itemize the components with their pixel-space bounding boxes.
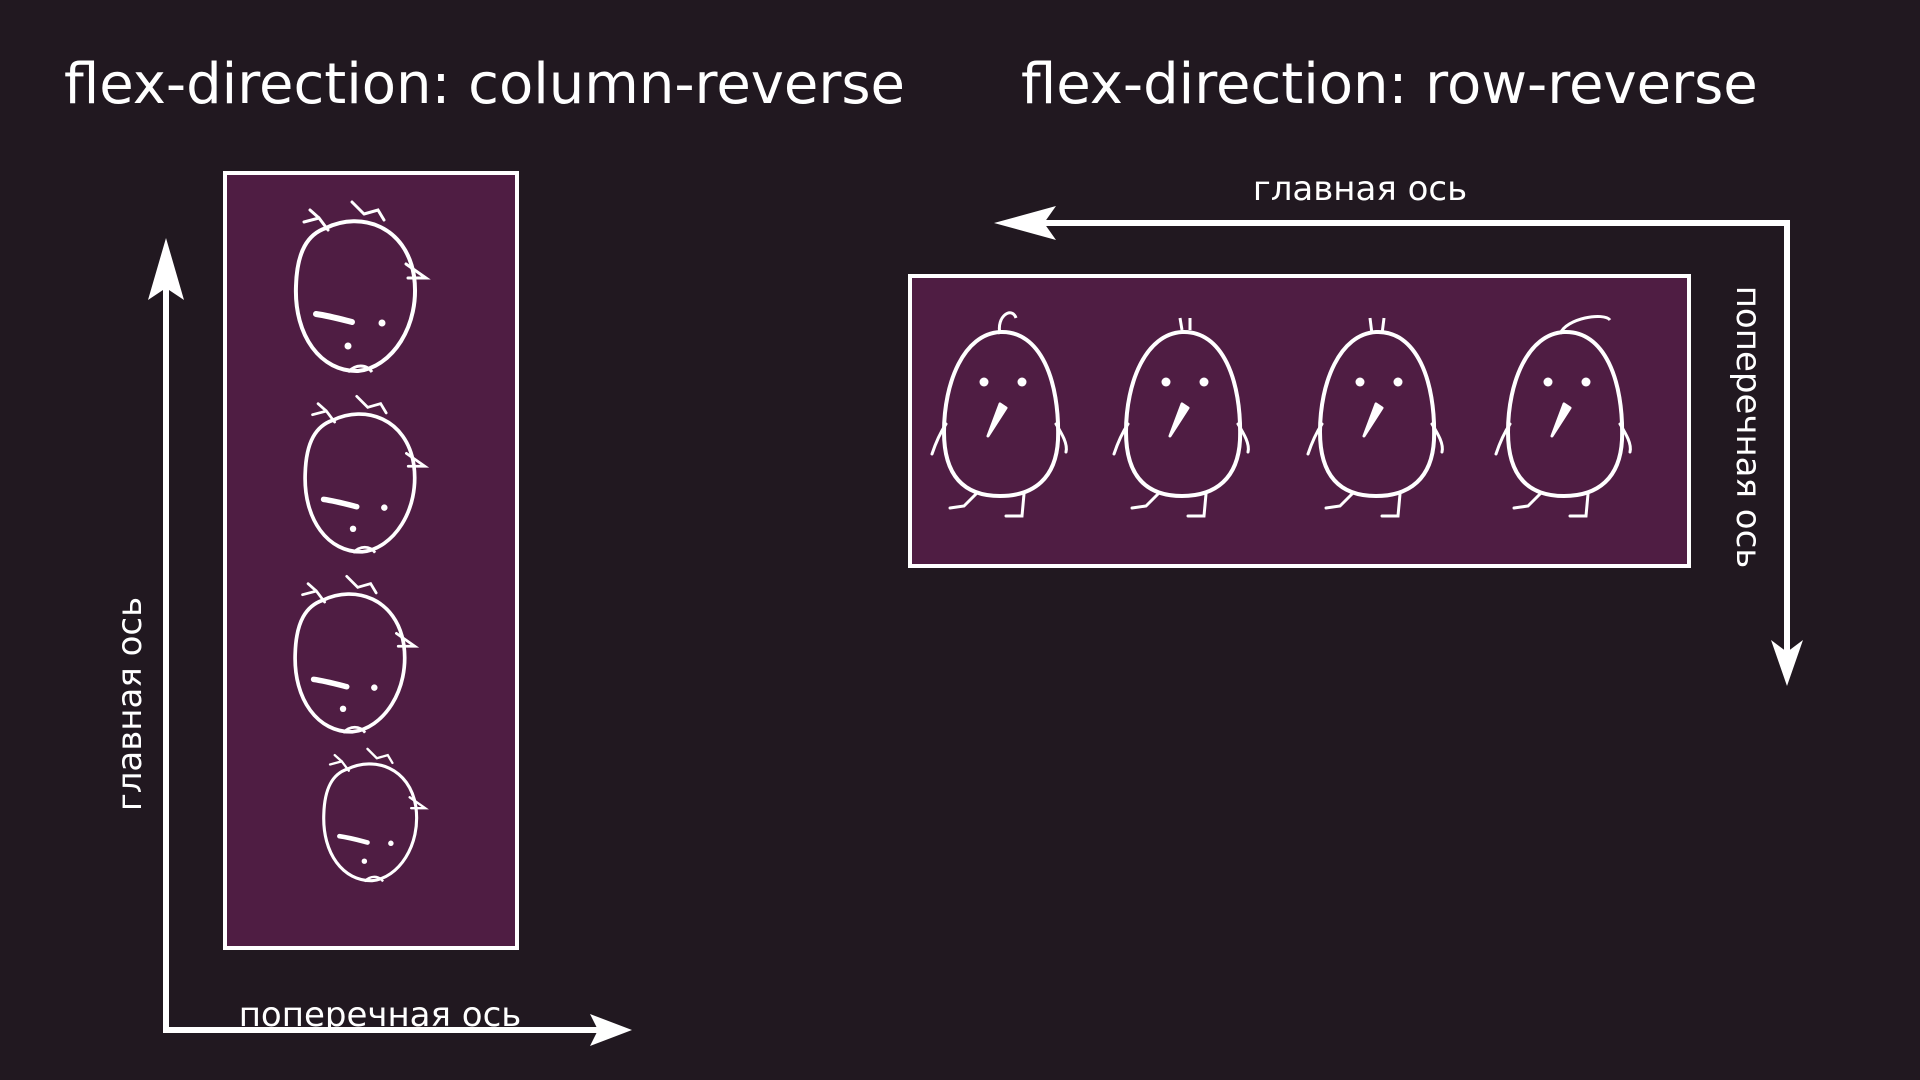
arrow-left-icon [994,206,1056,240]
right-main-axis-label: главная ось [1252,169,1468,209]
column-reverse-container [223,171,519,950]
arrow-down-icon [1771,640,1803,686]
right-panel-title: flex-direction: row-reverse [1021,52,1758,117]
bird-tuft [1368,317,1386,335]
bird-tuft [997,311,1018,335]
bird-tuft [1178,317,1192,331]
row-reverse-container [908,274,1691,568]
bird-tuft [1558,315,1612,335]
arrow-up-icon [148,238,184,300]
arrow-right-icon [590,1014,632,1046]
left-panel-title: flex-direction: column-reverse [64,52,906,117]
